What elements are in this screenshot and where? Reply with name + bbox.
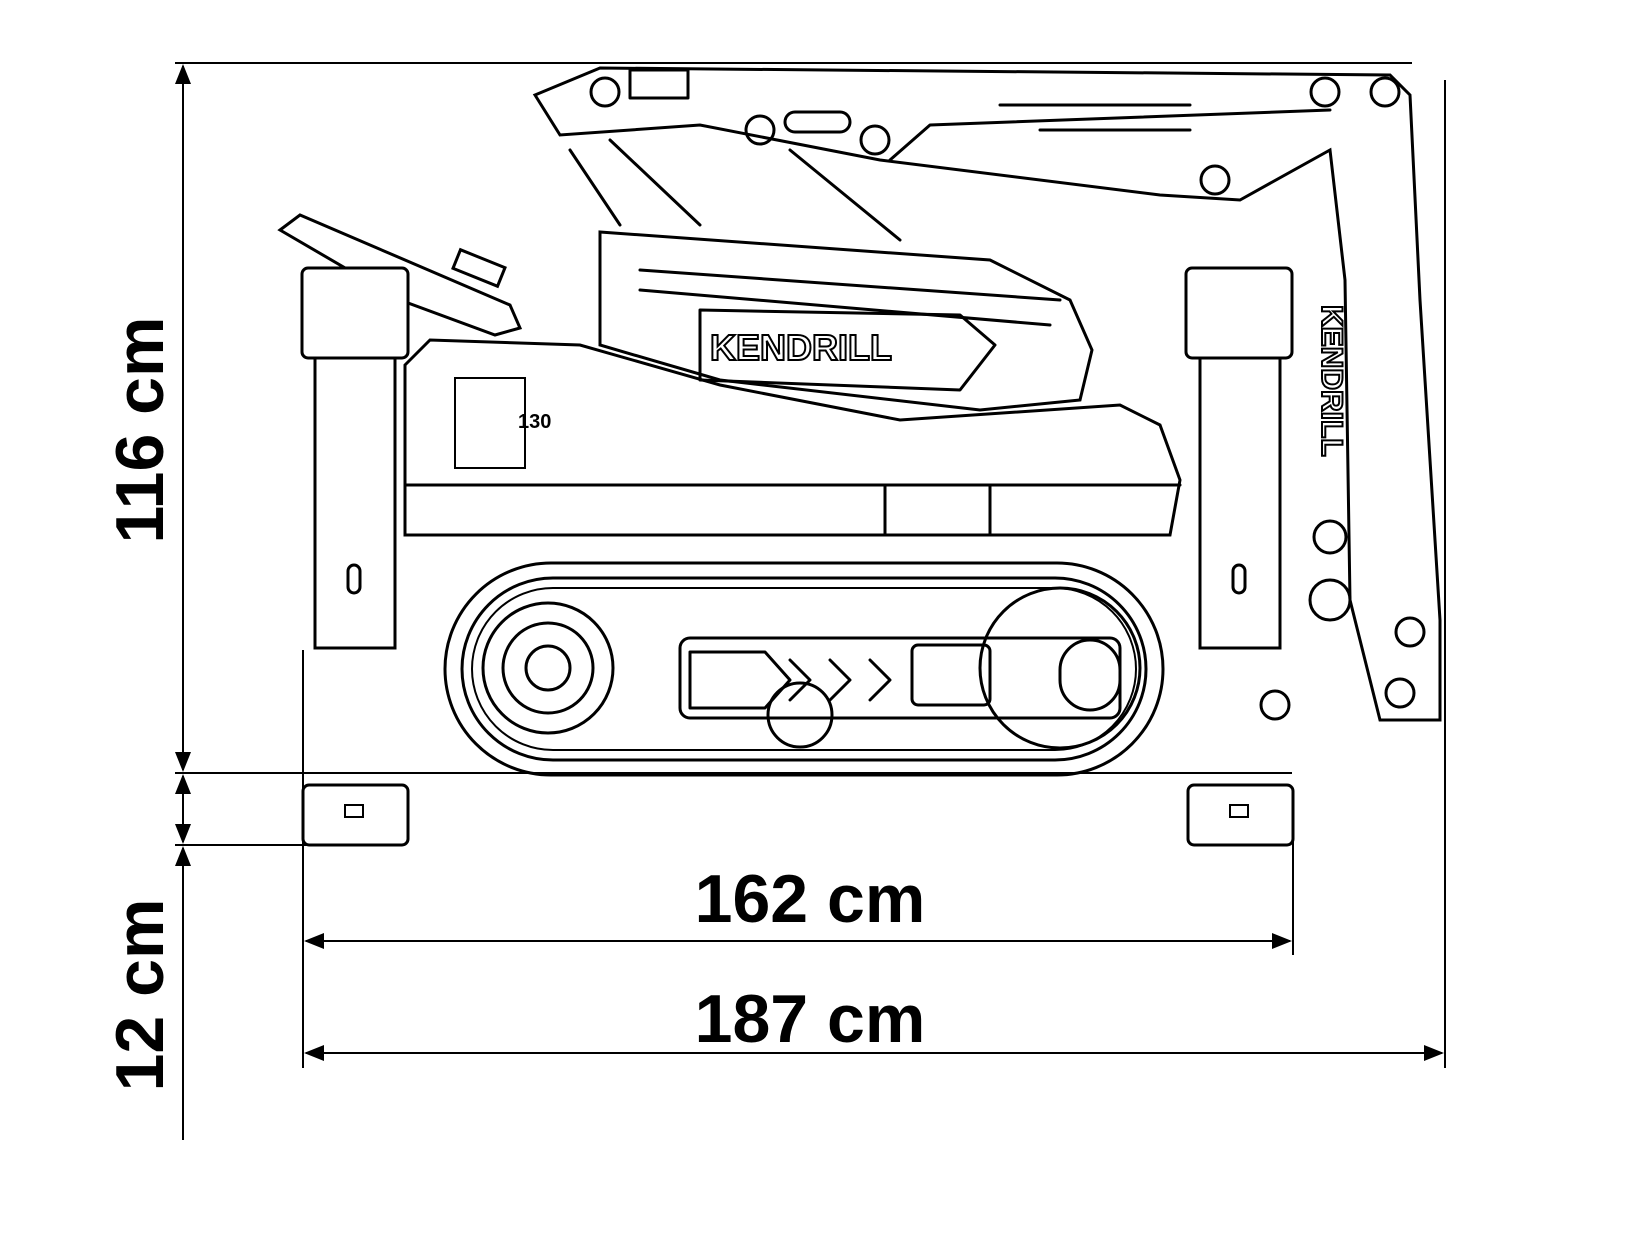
model-badge: 130 [518, 411, 551, 433]
outrigger-left [300, 266, 410, 847]
boom: KENDRILL [532, 66, 1442, 722]
clearance-dimension-label: 12 cm [102, 899, 178, 1092]
dimension-lines [175, 62, 1446, 1140]
height-dimension-label: 116 cm [102, 317, 178, 544]
width-dimension-label: 162 cm [695, 861, 926, 937]
crawler-track [443, 561, 1165, 777]
brand-logo: KENDRILL [710, 327, 892, 368]
outrigger-right [1184, 266, 1295, 847]
boom-logo: KENDRILL [1315, 305, 1348, 457]
length-dimension-label: 187 cm [695, 981, 926, 1057]
machine-body: KENDRILL 130 [403, 230, 1182, 537]
